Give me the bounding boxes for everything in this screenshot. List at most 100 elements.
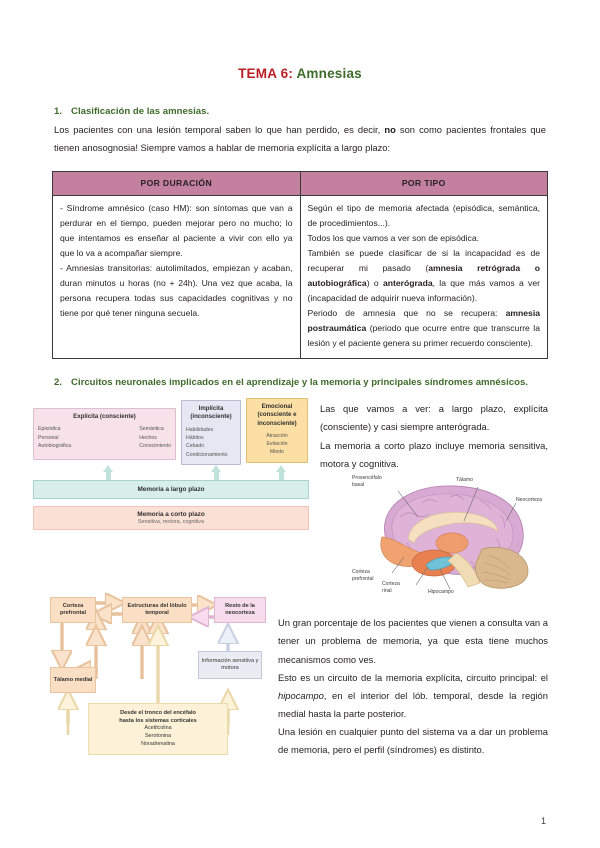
- emocional-evitacion: Evitación: [266, 440, 288, 447]
- brain-label-corteza-prefrontal: Corteza prefrontal: [352, 569, 374, 582]
- implicita-cebado: Cebado: [186, 443, 205, 450]
- implicita-condicionamiento: Condicionamiento: [186, 451, 228, 458]
- tipo-p3-retrograda: amnesia retrógrada o autobiográfica: [307, 262, 541, 288]
- circuit-box-estructuras-lobulo-temporal: Estructuras del lóbulo temporal: [122, 597, 192, 624]
- tipo-p3-a: También se puede clasificar de si la inc…: [307, 247, 541, 273]
- implicita-habilidades: Habilidades: [186, 426, 214, 433]
- explicita-title: Explícita (consciente): [73, 413, 136, 421]
- memory-types-row: Explícita (consciente) Episódica Persona…: [33, 398, 309, 466]
- table-cell-duracion: - Síndrome amnésico (caso HM): son sínto…: [52, 195, 301, 359]
- arrow-up-implicita-icon: [211, 465, 221, 481]
- section-1-title: Clasificación de las amnesias.: [71, 106, 210, 117]
- short-term-label: Memoria a corto plazo: [137, 511, 205, 519]
- title-amnesias: Amnesias: [296, 66, 362, 81]
- tipo-p4-postraumatica: amnesia postraumática: [307, 307, 541, 333]
- table-cell-tipo: Según el tipo de memoria afectada (episó…: [299, 195, 548, 359]
- tipo-para-1: Según el tipo de memoria afectada (episó…: [307, 203, 541, 228]
- note-2-para-1: Un gran porcentaje de los pacientes que …: [278, 617, 548, 665]
- short-term-sublabel: Sensitiva, motora, cognitiva: [138, 519, 204, 526]
- emocional-atraccion: Atracción: [266, 432, 288, 439]
- memory-box-implicita: Implícita (inconsciente) Habilidades Háb…: [181, 400, 241, 466]
- tipo-p3-e: , la que más vamos a ver (incapacidad de…: [307, 277, 541, 303]
- explicita-semantica: Semántica: [139, 426, 164, 433]
- tipo-p4-c: (periodo que ocurre entre que transcurre…: [307, 322, 541, 348]
- tipo-p3-anterograda: anterógrada: [382, 277, 433, 288]
- table-row: - Síndrome amnésico (caso HM): son sínto…: [52, 195, 548, 359]
- arrow-up-explicita-icon: [103, 465, 113, 481]
- intro-part-no: no: [384, 123, 396, 135]
- note-2-p2-a: Esto es un circuito de la memoria explíc…: [278, 671, 548, 683]
- intro-part-c: son como pacientes frontales que tienen …: [54, 123, 546, 153]
- explicita-items: Episódica Personal Autobiográfica Semánt…: [38, 425, 171, 450]
- circuit-box-corteza-prefrontal: Corteza prefrontal: [50, 597, 96, 624]
- circuit-box-informacion-sensitiva-motora: Información sensitiva y motora: [198, 651, 262, 680]
- brain-illustration: Prosencéfalo basal Tálamo Neocorteza Cor…: [330, 475, 580, 596]
- note-block-1: Las que vamos a ver: a largo plazo, expl…: [320, 400, 548, 472]
- memory-band-short-term: Memoria a corto plazo Sensitiva, motora,…: [33, 506, 309, 531]
- memory-band-long-term: Memoria a largo plazo: [33, 480, 309, 500]
- arrow-up-emocional-icon: [276, 465, 286, 481]
- diagrams-and-notes-region: Explícita (consciente) Episódica Persona…: [0, 398, 600, 798]
- explicita-hechos: Hechos: [139, 434, 157, 441]
- brain-label-neocorteza: Neocorteza: [516, 497, 543, 504]
- table-header-row: POR DURACIÓN POR TIPO: [52, 171, 548, 196]
- duracion-item-1: - Síndrome amnésico (caso HM): son sínto…: [60, 203, 293, 258]
- note-2-para-2: Esto es un circuito de la memoria explíc…: [278, 669, 548, 723]
- memory-box-explicita: Explícita (consciente) Episódica Persona…: [33, 408, 176, 461]
- explicita-episodica: Episódica: [38, 426, 61, 433]
- section-1-number: 1.: [54, 106, 63, 117]
- tronco-noradrenalina: Noradrenalina: [141, 740, 175, 747]
- note-1-line-2: La memoria a corto plazo incluye memoria…: [320, 439, 548, 469]
- page-title: TEMA 6: Amnesias: [0, 66, 600, 81]
- title-tema: TEMA 6: [238, 66, 289, 81]
- circuit-box-tronco-encefalo: Desde el tronco del encéfalo hasta los s…: [88, 703, 228, 756]
- memory-box-emocional: Emocional (consciente e inconsciente) At…: [246, 398, 308, 463]
- circuit-box-resto-neocorteza: Resto de la neocorteza: [214, 597, 266, 624]
- brain-label-hipocampo: Hipocampo: [428, 589, 454, 596]
- emocional-items: Atracción Evitación Miedo: [251, 432, 303, 457]
- section-2-heading: 2. Circuitos neuronales implicados en el …: [0, 376, 600, 390]
- tipo-para-4: Periodo de amnesia que no se recupera: a…: [308, 306, 541, 351]
- memory-schema-diagram: Explícita (consciente) Episódica Persona…: [33, 398, 309, 531]
- section-1-intro: Los pacientes con una lesión temporal sa…: [54, 121, 546, 157]
- table-header-tipo: POR TIPO: [299, 171, 548, 196]
- table-header-duracion: POR DURACIÓN: [52, 171, 301, 196]
- implicita-items: Habilidades Hábitos Cebado Condicionamie…: [186, 426, 236, 460]
- title-separator: :: [288, 66, 297, 81]
- note-2-p2-c: , en el interior del lób. temporal, desd…: [278, 689, 548, 719]
- implicita-habitos: Hábitos: [186, 434, 204, 441]
- explicita-col-2: Semántica Hechos Conocimiento: [139, 425, 171, 450]
- tipo-p4-a: Periodo de amnesia que no se recupera:: [307, 307, 506, 318]
- note-block-2: Un gran porcentaje de los pacientes que …: [278, 614, 548, 758]
- explicita-autobiografica: Autobiográfica: [38, 443, 72, 450]
- emocional-miedo: Miedo: [269, 449, 285, 456]
- note-1-line-1: Las que vamos a ver: a largo plazo, expl…: [320, 403, 548, 433]
- tipo-p3-c: ) o: [366, 277, 383, 288]
- section-1-heading: 1. Clasificación de las amnesias.: [0, 105, 600, 119]
- tronco-serotonina: Serotonina: [144, 732, 172, 739]
- amnesia-classification-table: POR DURACIÓN POR TIPO - Síndrome amnésic…: [52, 171, 548, 359]
- explicita-personal: Personal: [38, 434, 59, 441]
- brain-label-prosencefalo: Prosencéfalo basal: [352, 475, 382, 488]
- duracion-item-2: - Amnesias transitorias: autolimitados, …: [60, 262, 293, 318]
- explicita-col-1: Episódica Personal Autobiográfica: [38, 425, 71, 450]
- tipo-para-2: Todos los que vamos a ver son de episódi…: [307, 232, 480, 243]
- implicita-title: Implícita (inconsciente): [190, 405, 232, 421]
- note-2-para-3: Una lesión en cualquier punto del sistem…: [278, 725, 548, 755]
- brain-svg-icon: [380, 486, 529, 590]
- section-2-number: 2.: [54, 376, 63, 388]
- note-2-hipocampo: hipocampo: [278, 689, 324, 701]
- tronco-title: Desde el tronco del encéfalo hasta los s…: [119, 710, 197, 724]
- brain-label-talamo: Tálamo: [456, 477, 473, 484]
- tipo-para-3: También se puede clasificar de si la inc…: [308, 246, 541, 306]
- explicita-conocimiento: Conocimiento: [139, 443, 171, 450]
- page-number: 1: [540, 816, 546, 826]
- intro-part-a: Los pacientes con una lesión temporal sa…: [54, 123, 385, 135]
- circuit-box-talamo-medial: Tálamo medial: [50, 667, 96, 694]
- section-2-title: Circuitos neuronales implicados en el ap…: [71, 376, 528, 388]
- brain-label-corteza-rinal: Corteza rinal: [382, 581, 400, 594]
- tronco-acetilcolina: Acetilcolina: [144, 724, 172, 731]
- emocional-title: Emocional (consciente e inconsciente): [257, 403, 297, 427]
- schema-arrows-row: [33, 465, 309, 481]
